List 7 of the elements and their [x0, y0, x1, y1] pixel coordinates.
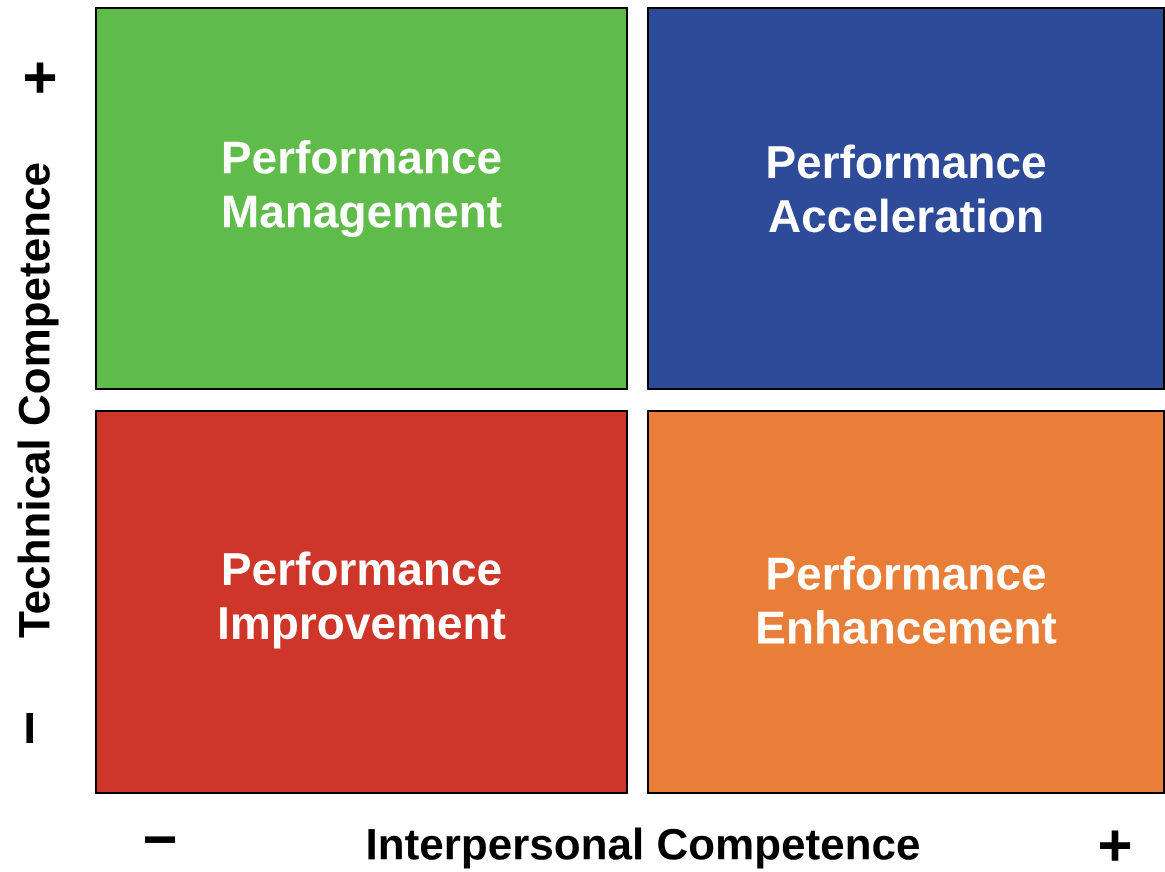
axis-title: Interpersonal Competence: [368, 827, 919, 869]
quadrant-box: Performance Improvement: [95, 410, 628, 794]
quadrant-box: Performance Management: [95, 7, 628, 390]
axis-sign: −: [26, 712, 33, 743]
quadrant-box: Performance Acceleration: [647, 7, 1165, 390]
quadrant-box: Performance Enhancement: [647, 410, 1165, 794]
axis-title: Technical Competence: [17, 163, 59, 638]
